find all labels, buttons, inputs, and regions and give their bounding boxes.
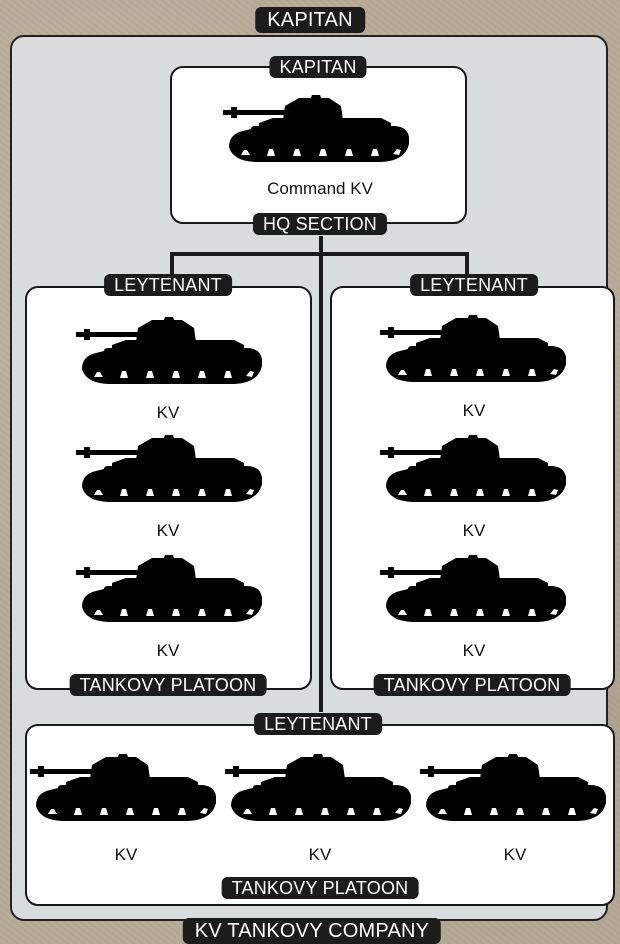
left-platoon-tank-icon [76,553,266,629]
hq-section-label: HQ SECTION [253,213,387,235]
bottom-platoon-tank-label: KV [504,845,527,865]
left-platoon-tank-icon [76,433,266,509]
bottom-platoon-tank-icon [30,752,220,828]
hq-trunk-line [319,236,323,712]
right-platoon-name-label: TANKOVY PLATOON [374,674,571,696]
left-platoon-tank-label: KV [157,403,180,423]
company-title-label: KV TANKOVY COMPANY [183,918,441,944]
bottom-platoon-tank-icon [420,752,610,828]
hq-commander-rank-label: KAPITAN [269,56,366,78]
right-platoon-rank-label: LEYTENANT [410,274,538,296]
bottom-platoon-tank-label: KV [115,845,138,865]
right-platoon-tank-label: KV [463,521,486,541]
left-platoon-rank-label: LEYTENANT [104,274,232,296]
left-platoon-tank-label: KV [157,521,180,541]
left-platoon-tank-icon [76,315,266,391]
right-platoon-tank-label: KV [463,401,486,421]
company-commander-label: KAPITAN [255,7,365,33]
right-platoon-tank-icon [380,553,570,629]
platoon-branch-line [170,252,469,256]
left-platoon-tank-label: KV [157,641,180,661]
bottom-platoon-name-label: TANKOVY PLATOON [222,877,419,899]
bottom-platoon-tank-label: KV [309,845,332,865]
right-platoon-tank-label: KV [463,641,486,661]
right-platoon-tank-icon [380,433,570,509]
bottom-platoon-rank-label: LEYTENANT [254,713,382,735]
left-platoon-name-label: TANKOVY PLATOON [70,674,267,696]
command-kv-tank-icon [223,93,413,169]
bottom-platoon-tank-icon [225,752,415,828]
command-kv-label: Command KV [267,179,373,199]
right-platoon-tank-icon [380,313,570,389]
